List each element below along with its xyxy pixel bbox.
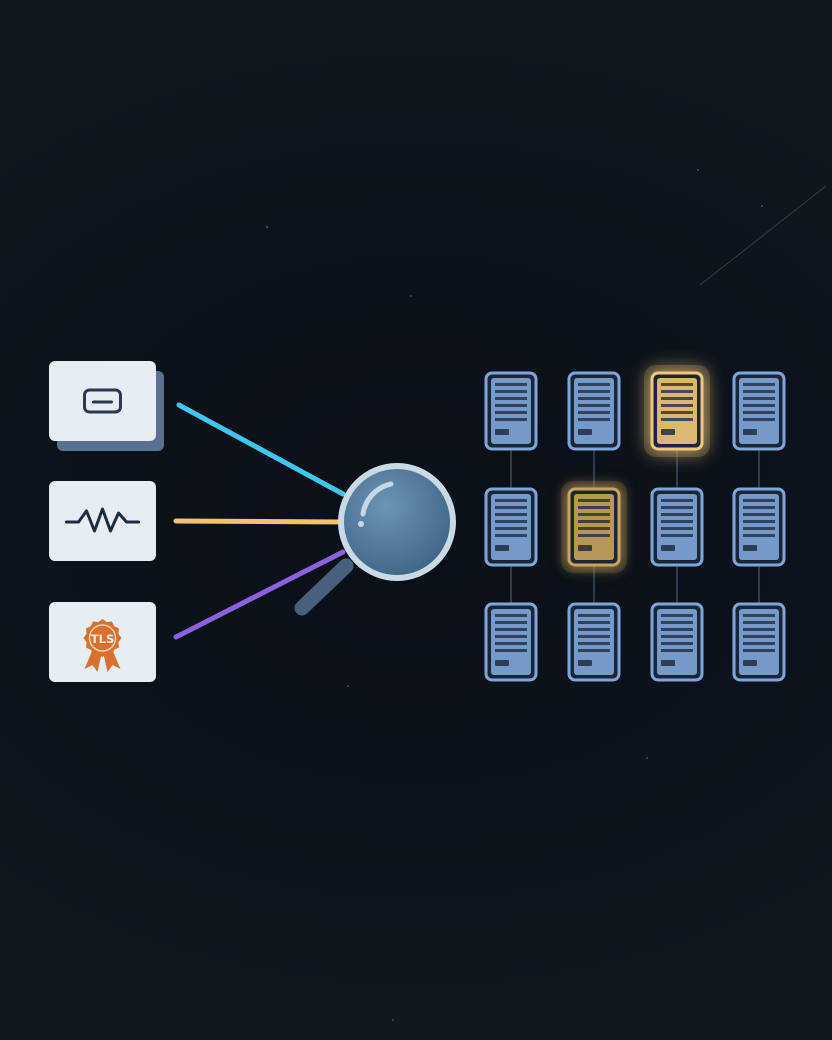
certificate-badge-icon: TLS (83, 619, 122, 672)
server-node (650, 602, 704, 682)
server-node (650, 487, 704, 567)
server-node (732, 602, 786, 682)
link-line-0 (176, 402, 346, 497)
server-node (732, 371, 786, 451)
server-node-highlighted (644, 365, 710, 457)
background-specks (265, 169, 827, 1021)
server-node (732, 487, 786, 567)
server-node (567, 371, 621, 451)
link-line-2 (173, 549, 346, 640)
server-node (484, 602, 538, 682)
input-card-1 (49, 481, 156, 561)
fingerprint-box-icon (83, 388, 122, 414)
waveform-icon (65, 507, 140, 533)
server-node-highlighted (561, 481, 627, 573)
server-grid (484, 365, 786, 682)
input-card-0 (49, 361, 164, 451)
magnifier-icon (294, 463, 456, 616)
certificate-badge-text: TLS (91, 632, 114, 646)
server-node (484, 371, 538, 451)
server-node (567, 602, 621, 682)
input-cards: TLS (49, 361, 164, 682)
connection-lines (173, 402, 346, 640)
link-line-1 (173, 518, 345, 525)
input-card-2: TLS (49, 602, 156, 682)
card-background (49, 481, 156, 561)
server-node (484, 487, 538, 567)
